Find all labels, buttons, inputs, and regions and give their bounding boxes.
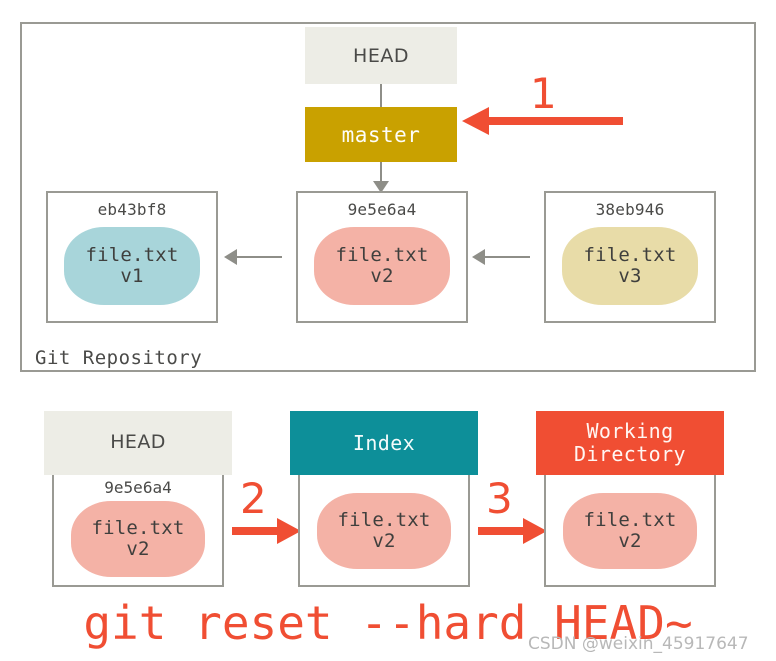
annotation-number-2: 2 <box>240 474 267 523</box>
commit-box-eb43bf8: eb43bf8 file.txt v1 <box>46 191 218 323</box>
master-branch-box: master <box>305 107 457 162</box>
area-blob: file.txt v2 <box>563 493 697 569</box>
commit-parent-arrow-line <box>484 256 530 258</box>
master-branch-label: master <box>341 122 421 147</box>
commit-hash: 38eb946 <box>595 200 665 219</box>
blob-filename: file.txt <box>583 508 677 531</box>
annotation-arrow-2-line <box>232 527 280 535</box>
commit-blob: file.txt v3 <box>562 227 698 305</box>
annotation-arrow-3-head-icon <box>523 518 547 544</box>
area-title: Index <box>352 430 416 455</box>
blob-filename: file.txt <box>583 243 677 266</box>
blob-version: v2 <box>126 538 150 560</box>
commit-hash: 9e5e6a4 <box>347 200 417 219</box>
blob-version: v2 <box>372 530 396 552</box>
git-repository-label: Git Repository <box>35 347 203 369</box>
area-header-head: HEAD <box>44 411 232 475</box>
connector-head-to-master <box>380 84 382 107</box>
git-command-caption: git reset --hard HEAD~ <box>83 596 693 650</box>
commit-parent-arrow-line <box>236 256 282 258</box>
blob-version: v3 <box>618 265 642 287</box>
area-box-working-directory: file.txt v2 <box>544 475 716 587</box>
csdn-watermark: CSDN @weixin_45917647 <box>528 634 749 654</box>
blob-version: v2 <box>370 265 394 287</box>
area-box-head: 9e5e6a4 file.txt v2 <box>52 475 224 587</box>
area-blob: file.txt v2 <box>71 501 205 577</box>
commit-hash: eb43bf8 <box>97 200 167 219</box>
area-title: HEAD <box>110 431 166 454</box>
area-blob: file.txt v2 <box>317 493 451 569</box>
annotation-arrow-3-line <box>478 527 526 535</box>
annotation-arrow-2-head-icon <box>277 518 301 544</box>
blob-version: v2 <box>618 530 642 552</box>
connector-master-to-commit <box>380 162 382 185</box>
commit-box-38eb946: 38eb946 file.txt v3 <box>544 191 716 323</box>
blob-version: v1 <box>120 265 144 287</box>
blob-filename: file.txt <box>85 243 179 266</box>
commit-blob: file.txt v1 <box>64 227 200 305</box>
arrowhead-left-icon <box>472 249 485 265</box>
arrowhead-down-icon <box>373 181 389 193</box>
area-header-index: Index <box>290 411 478 475</box>
annotation-number-1: 1 <box>530 69 557 118</box>
annotation-number-3: 3 <box>486 474 513 523</box>
area-box-index: file.txt v2 <box>298 475 470 587</box>
annotation-arrow-1-line <box>487 117 623 125</box>
annotation-arrow-1-head-icon <box>462 107 489 135</box>
arrowhead-left-icon <box>224 249 237 265</box>
blob-filename: file.txt <box>91 516 185 539</box>
blob-filename: file.txt <box>337 508 431 531</box>
area-hash: 9e5e6a4 <box>104 478 172 497</box>
commit-blob: file.txt v2 <box>314 227 450 305</box>
blob-filename: file.txt <box>335 243 429 266</box>
head-pointer-label: HEAD <box>353 44 409 67</box>
head-pointer-box: HEAD <box>305 27 457 84</box>
commit-box-9e5e6a4: 9e5e6a4 file.txt v2 <box>296 191 468 323</box>
